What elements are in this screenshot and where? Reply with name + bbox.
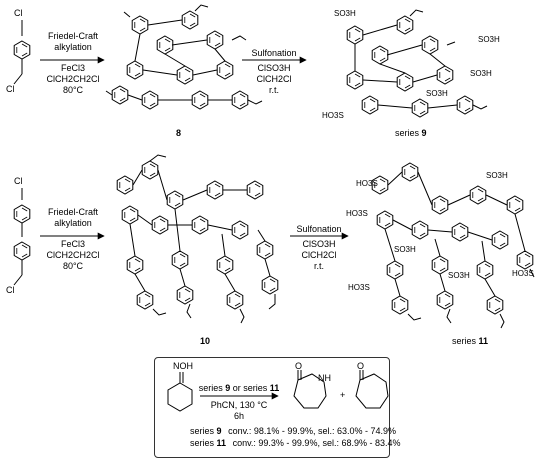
condition-temperature: r.t. [268,85,279,95]
cl-label-bottom-2: Cl [6,285,15,295]
carbonyl-o-label: O [295,361,303,371]
arrow-label-line1: Friedel-Craft [47,31,98,41]
arrow-label-line2: alkylation [54,218,92,228]
compound-label-10: 10 [200,336,211,346]
cl-label-top-1: Cl [14,8,23,18]
arrow-4-title: Sulfonation [296,224,342,234]
cl-label-bottom-1: Cl [6,84,15,94]
amide-nh-label: NH [318,373,331,383]
sulfonic-group: HO3S [356,179,378,188]
condition-temperature: 80°C [62,261,84,271]
polymer-10-network [116,154,279,324]
caprolactam-structure [293,370,327,409]
sulfonic-group: SO3H [478,35,500,44]
arrow-3-conditions: Friedel-Craft alkylation [40,207,106,229]
arrow-label-line1: Friedel-Craft [47,207,98,217]
result-values: conv.: 99.3% - 99.9%, sel.: 68.9% - 83.4… [232,438,401,448]
condition-temperature: 80°C [62,85,84,95]
result-series: series [190,438,215,448]
catalyst-num-b: 11 [269,383,280,393]
result-row: series 9 conv.: 98.1% - 99.9%, sel.: 63.… [190,426,396,437]
oxime-structure [167,372,193,412]
inset-condition-1: PhCN, 130 °C [210,400,268,410]
arrow-label-line2: alkylation [54,42,92,52]
polymer-8-network [105,4,263,110]
sulfonic-group: SO3H [448,271,470,280]
series-prefix: series [452,336,477,346]
monomer-biphenyl-chloride [13,188,31,286]
arrow-2-conditions: ClSO3H ClCH2Cl r.t. [242,63,306,96]
series-number: 11 [478,336,489,346]
result-values: conv.: 98.1% - 99.9%, sel.: 63.0% - 74.9… [228,426,396,436]
sulfonic-group: HO3S [348,283,370,292]
arrow-1-conditions: Friedel-Craft alkylation [40,31,106,53]
series-number: 9 [421,128,427,138]
condition-solvent: ClCH2Cl [256,74,292,84]
result-series-num: 9 [216,426,222,436]
condition-reagent: ClSO3H [302,239,336,249]
condition-temperature: r.t. [313,261,324,271]
series-11-label: series 11 [452,336,488,347]
arrow-4-conditions: ClSO3H ClCH2Cl r.t. [290,239,348,272]
carbonyl-o-label: O [357,361,365,371]
cycloheptanone-structure [355,370,389,409]
plus-sign: + [340,390,346,400]
arrow-2-title: Sulfonation [251,48,297,58]
series-prefix: series [395,128,420,138]
reaction-results-box [154,357,390,458]
inset-condition-2: 6h [233,411,244,421]
sulfonic-group: HO3S [322,111,344,120]
result-series-num: 11 [216,438,227,448]
condition-reagent: ClSO3H [257,63,291,73]
compound-label-8: 8 [176,128,182,138]
catalyst-num-a: 9 [225,383,231,393]
result-row: series 11 conv.: 99.3% - 99.9%, sel.: 68… [190,438,401,449]
catalyst-prefix: series [198,383,226,393]
sulfonic-group: HO3S [346,209,368,218]
inset-catalyst-label: series 9 or series 11 [198,383,280,394]
result-series: series [190,426,215,436]
arrow-1-conditions-below: FeCl3 ClCH2CH2Cl 80°C [40,63,106,96]
monomer-benzyl-chloride [13,20,31,85]
sulfonic-group: SO3H [426,89,448,98]
condition-catalyst: FeCl3 [60,239,85,249]
condition-solvent: ClCH2CH2Cl [46,74,100,84]
sulfonic-group: SO3H [334,9,356,18]
catalyst-mid: or series [230,383,270,393]
polymer-series-11-network [371,162,535,329]
sulfonic-group: SO3H [394,245,416,254]
oxime-label: NOH [173,361,193,371]
series-9-label: series 9 [395,128,427,139]
condition-catalyst: FeCl3 [60,63,85,73]
condition-solvent: ClCH2CH2Cl [46,250,100,260]
condition-solvent: ClCH2Cl [301,250,337,260]
sulfonic-group: HO3S [512,269,534,278]
cl-label-top-2: Cl [14,176,23,186]
polymer-series-9-network [346,9,488,118]
sulfonic-group: SO3H [486,171,508,180]
sulfonic-group: SO3H [470,69,492,78]
arrow-3-conditions-below: FeCl3 ClCH2CH2Cl 80°C [40,239,106,272]
